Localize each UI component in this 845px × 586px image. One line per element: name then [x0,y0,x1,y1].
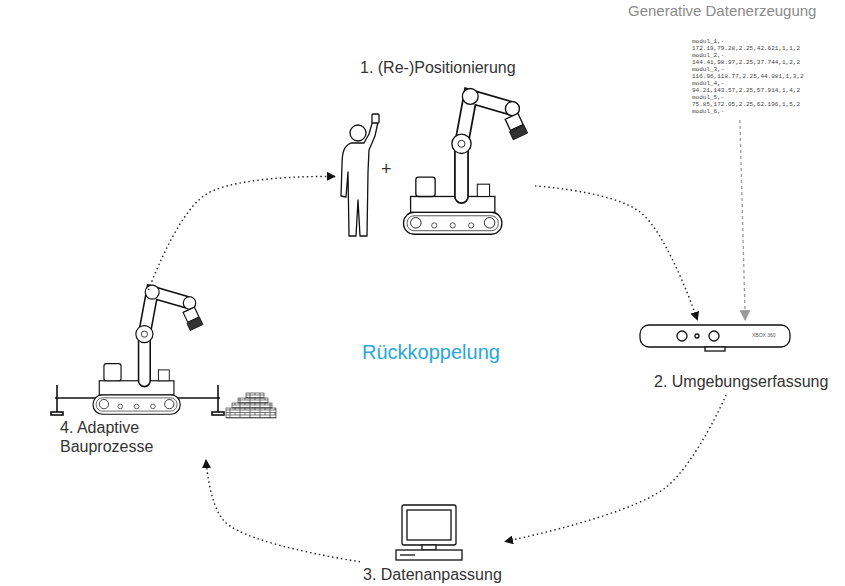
brick-pile [226,393,276,418]
data-source: Generative Datenerzeugung modul_1,- 172.1… [620,2,842,120]
plus-sign: + [381,160,392,180]
station-name: 2. Umgebungserfassung [654,372,828,391]
depth-sensor [640,325,790,351]
computer-icon [396,505,462,560]
robot-figure [93,285,203,414]
station-label: 3. Datenanpassung [360,505,505,586]
station-name: 1. (Re-)Positionierung [360,58,516,77]
station-name: 4. Adaptive Bauprozesse [60,418,180,456]
station-label: 1. (Re-)Positionierung [335,55,535,242]
robot-figure [404,89,528,235]
data-flow-arrow [740,120,745,320]
cycle-title: Rückkoppelung [362,341,500,363]
person-figure [341,114,379,236]
cycle-arrow [505,395,726,541]
source-title: Generative Datenerzeugung [628,2,816,20]
station-name: 3. Datenanpassung [363,565,502,584]
station-label: 2. Umgebungserfassung [640,320,831,395]
cycle-arrow [149,176,336,290]
cycle-arrow [535,186,697,320]
station-label: 4. Adaptive Bauprozesse [45,290,275,460]
code-listing: modul_1,- 172.19,79.28,2.25,42.621,1,1,2… [692,38,811,115]
device-logo: XBOX 360 [752,333,776,339]
cycle-arrow [206,460,360,562]
